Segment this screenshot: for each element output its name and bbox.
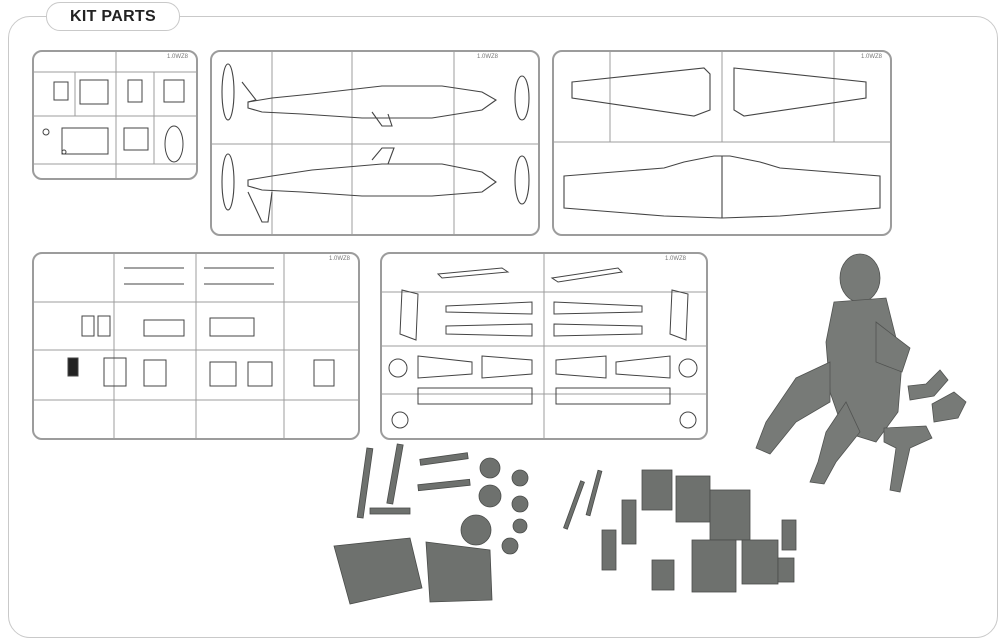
- sprue-wings-drawing: [554, 52, 890, 219]
- sprue-detail-parts: 1.0WZ8: [32, 252, 360, 440]
- resin-parts-undercarriage-drawing: [333, 443, 529, 605]
- resin-parts-cockpit-drawing: [563, 469, 797, 593]
- sprue-props-surfaces: 1.0WZ8: [380, 252, 708, 440]
- sprue-code: 1.0WZ8: [476, 54, 498, 60]
- sprue-detail-parts-drawing: [34, 254, 358, 438]
- sprue-code: 1.0WZ8: [328, 256, 350, 262]
- sprue-code: 1.0WZ8: [166, 54, 188, 60]
- resin-parts-undercarriage: [330, 438, 540, 608]
- sprue-clear-parts-drawing: [34, 52, 196, 178]
- sprue-clear-parts: 1.0WZ8: [32, 50, 198, 180]
- sprue-fuselage: 1.0WZ8: [210, 50, 540, 236]
- resin-parts-cockpit: [542, 440, 804, 608]
- sprue-fuselage-drawing: [212, 52, 538, 234]
- resin-pilot-figure-drawing: [755, 253, 967, 493]
- sprue-code: 1.0WZ8: [860, 54, 882, 60]
- section-title: KIT PARTS: [46, 2, 180, 31]
- resin-pilot-figure: [726, 252, 1000, 498]
- sprue-wings: 1.0WZ8: [552, 50, 892, 236]
- section-title-text: KIT PARTS: [70, 7, 156, 25]
- sprue-code: 1.0WZ8: [664, 256, 686, 262]
- sprue-props-surfaces-drawing: [382, 254, 706, 438]
